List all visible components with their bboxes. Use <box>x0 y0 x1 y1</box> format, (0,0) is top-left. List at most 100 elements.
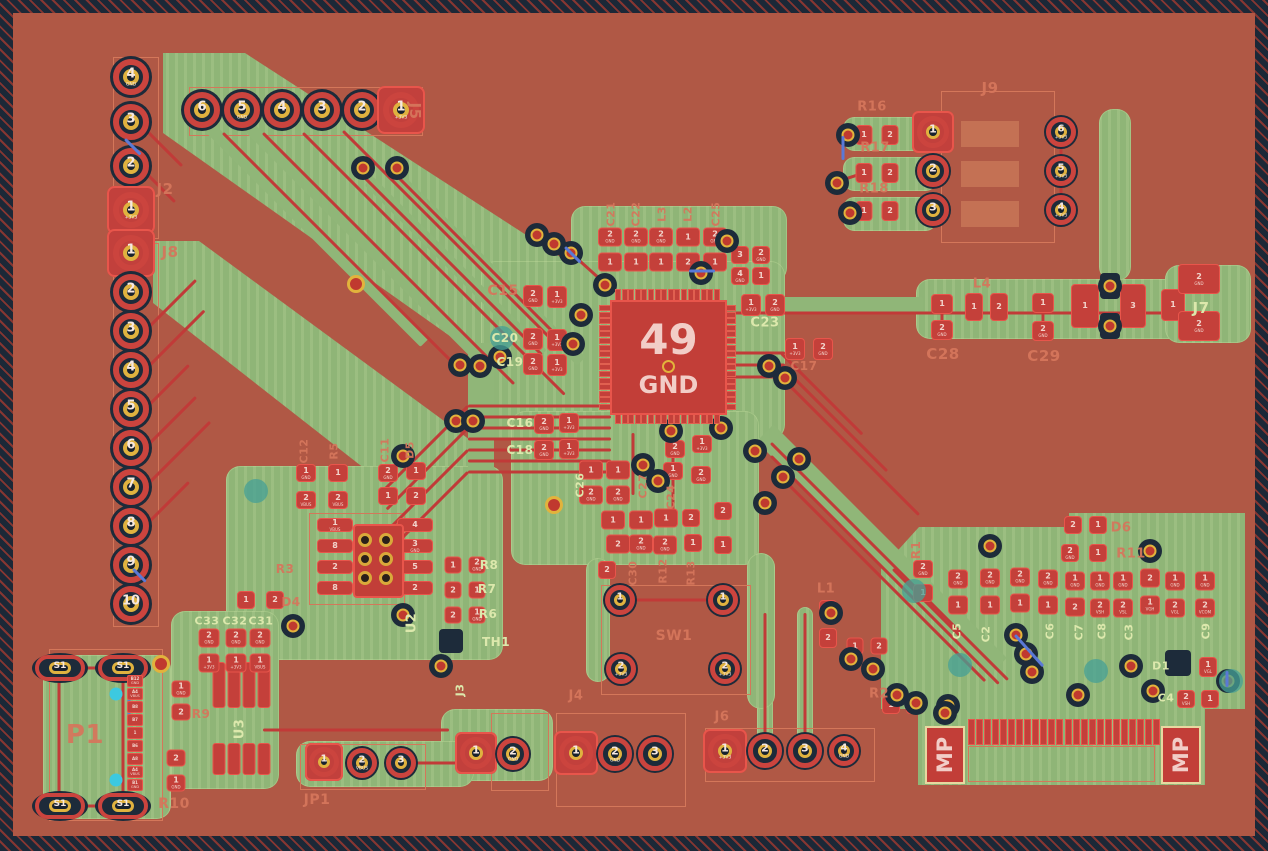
via[interactable] <box>659 419 683 443</box>
silk-label-R9[interactable]: R9 <box>191 707 211 721</box>
copper-zone[interactable] <box>1099 109 1131 281</box>
th-pad[interactable]: 3 <box>110 101 152 143</box>
copper-trace[interactable] <box>468 470 611 474</box>
silk-label-L3[interactable]: L3 <box>655 206 669 222</box>
silk-label-C4[interactable]: C4 <box>1157 691 1175 705</box>
copper-trace[interactable] <box>263 728 449 732</box>
bottom-layer-trace[interactable] <box>689 269 715 273</box>
smd-pad[interactable]: 1 <box>855 163 873 183</box>
silk-label-R2[interactable]: R2 <box>868 686 890 702</box>
smd-pad[interactable]: 1 <box>1201 690 1219 708</box>
silk-label-R17[interactable]: R17 <box>860 140 890 156</box>
silk-label-R1[interactable]: R1 <box>909 540 923 560</box>
fpc-pad[interactable] <box>1048 719 1056 745</box>
silk-label-J9[interactable]: J9 <box>981 79 999 97</box>
fpc-pad[interactable] <box>1056 719 1064 745</box>
silk-label-D6[interactable]: D6 <box>1110 520 1132 536</box>
silk-label-R11[interactable]: R11 <box>1116 546 1146 562</box>
smd-pad[interactable]: 1 <box>1032 293 1054 313</box>
smd-pad[interactable]: 2 <box>990 293 1008 321</box>
th-pad[interactable]: 1 <box>304 742 344 782</box>
silk-label-C19[interactable]: C19 <box>496 355 524 369</box>
fpc-pad[interactable] <box>1088 719 1096 745</box>
silk-label-C30[interactable]: C30 <box>626 560 640 586</box>
smd-pad[interactable]: 1 <box>328 464 348 482</box>
smd-pad[interactable]: 1 <box>1038 595 1058 615</box>
silk-label-C25[interactable]: C25 <box>709 201 723 227</box>
silk-label-J6[interactable]: J6 <box>714 709 730 725</box>
via[interactable] <box>1098 274 1122 298</box>
silk-label-C26[interactable]: C26 <box>573 472 587 498</box>
silk-label-C29[interactable]: C29 <box>1027 347 1061 365</box>
silk-label-J5[interactable]: J5 <box>406 102 424 120</box>
silk-label-C11[interactable]: C11 <box>378 437 392 463</box>
smd-pad[interactable]: 1+3V3 <box>547 354 567 376</box>
silk-label-C9[interactable]: C9 <box>1199 622 1213 640</box>
p1-pin-pad[interactable]: A8 <box>127 753 143 765</box>
silk-label-C20[interactable]: C20 <box>491 331 519 345</box>
smd-pad[interactable]: 8 <box>317 581 353 595</box>
smd-pad[interactable]: 1 <box>931 294 953 314</box>
copper-trace[interactable] <box>60 804 124 808</box>
smd-pad[interactable]: 8 <box>317 539 353 553</box>
th-pad[interactable]: 2+3V3 <box>708 652 742 686</box>
p1-pin-pad[interactable]: B8 <box>127 701 143 713</box>
th-pad[interactable]: 3 <box>915 192 951 228</box>
via-small[interactable] <box>545 496 563 514</box>
silk-label-C12[interactable]: C12 <box>297 438 311 464</box>
regulator-pad[interactable] <box>212 743 226 775</box>
th-pad[interactable]: 5 <box>110 388 152 430</box>
smd-pad[interactable]: 1 <box>649 252 673 272</box>
th-pad[interactable]: 10 <box>110 583 152 625</box>
smd-pad[interactable]: 1 <box>965 293 983 321</box>
via[interactable] <box>1066 683 1090 707</box>
via[interactable] <box>787 447 811 471</box>
silk-label-C23[interactable]: C23 <box>750 315 780 331</box>
th-pad[interactable]: S1 <box>32 791 88 821</box>
silk-label-D4[interactable]: D4 <box>281 595 301 609</box>
th-pad[interactable]: 1 <box>603 583 637 617</box>
mounting-pad-left[interactable]: MP <box>925 726 965 784</box>
fpc-pad[interactable] <box>1064 719 1072 745</box>
smd-pad[interactable]: 1 <box>948 595 968 615</box>
silk-label-C8[interactable]: C8 <box>1095 622 1109 640</box>
silk-label-C27[interactable]: C27 <box>636 473 650 499</box>
copper-trace[interactable] <box>803 613 807 751</box>
smd-pad[interactable]: 1 <box>676 227 700 247</box>
smd-pad[interactable]: 2 <box>444 606 462 624</box>
fpc-pad[interactable] <box>984 719 992 745</box>
smd-pad[interactable]: 2 <box>870 637 888 655</box>
smd-pad[interactable]: 1 <box>406 462 426 480</box>
smd-pad[interactable]: 1 <box>237 591 255 609</box>
smd-pad[interactable]: 1+3V3 <box>198 653 220 673</box>
via[interactable] <box>933 701 957 725</box>
copper-trace[interactable] <box>468 404 611 408</box>
smd-pad[interactable]: 2 <box>444 581 462 599</box>
th-pad[interactable]: 1 <box>554 731 598 775</box>
smd-pad[interactable]: 2 <box>682 509 700 527</box>
fpc-pad[interactable] <box>1128 719 1136 745</box>
fpc-pad[interactable] <box>1024 719 1032 745</box>
silk-label-C17[interactable]: C17 <box>790 359 818 373</box>
fpc-pad[interactable] <box>1040 719 1048 745</box>
via[interactable] <box>391 603 415 627</box>
th-pad[interactable]: 2 <box>110 271 152 313</box>
copper-trace[interactable] <box>60 666 124 670</box>
regulator-pad[interactable] <box>227 743 241 775</box>
th-drill-pad[interactable] <box>439 629 463 653</box>
smd-pad[interactable]: 1+3V3 <box>559 439 579 459</box>
copper-trace[interactable] <box>623 598 725 602</box>
copper-trace[interactable] <box>468 459 611 463</box>
